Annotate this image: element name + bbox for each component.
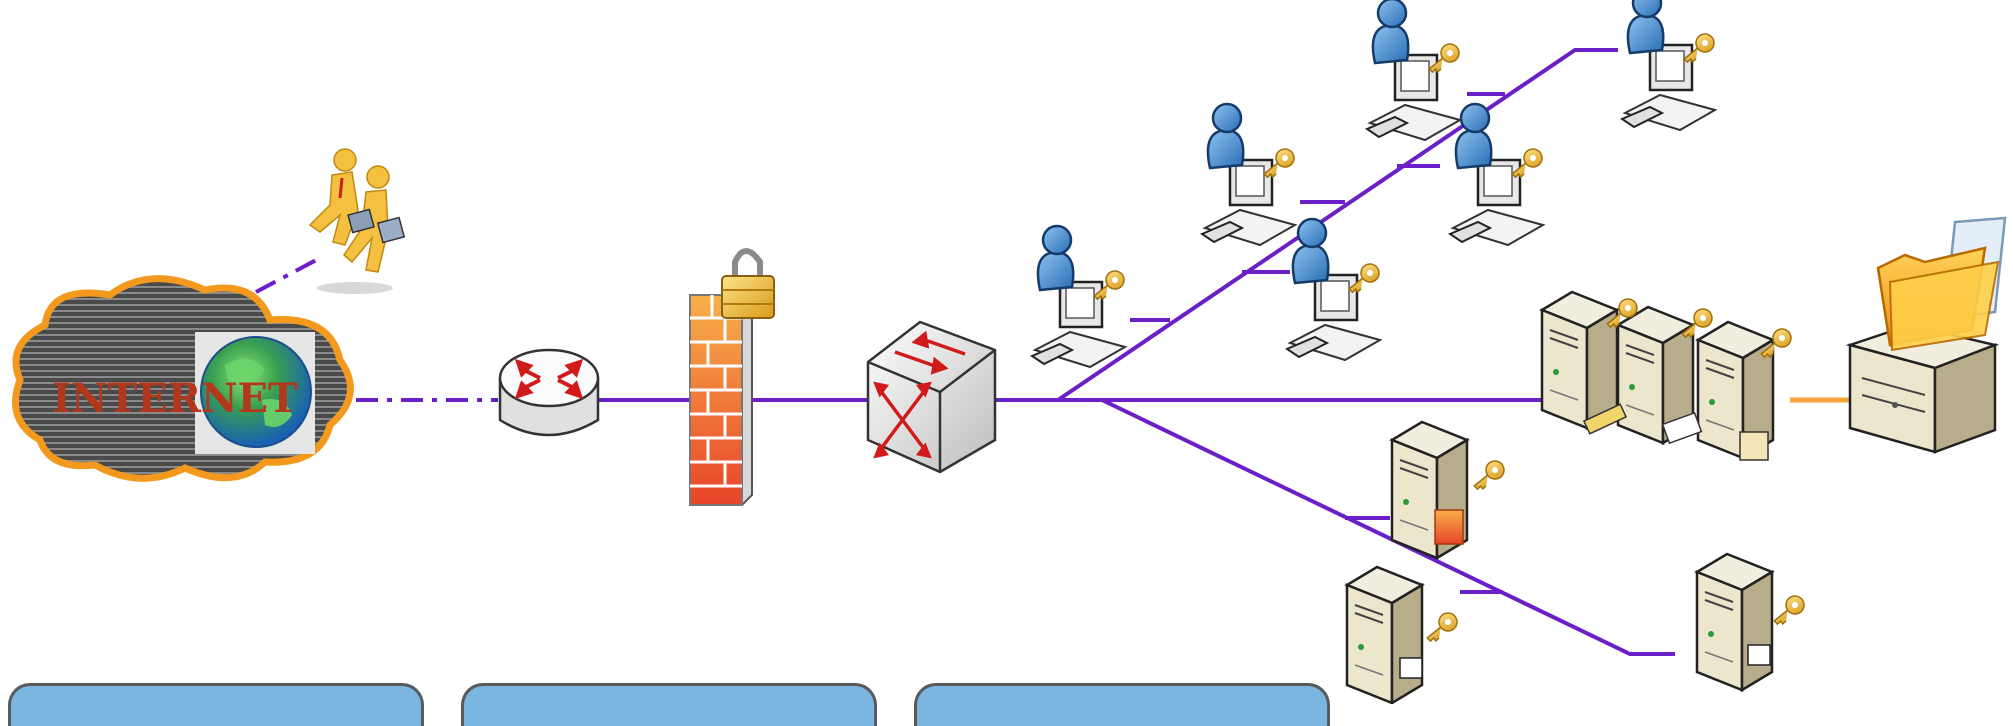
link-workstation-trunk [1056, 48, 1618, 402]
bottom-panel-3 [914, 683, 1330, 726]
file-server-icon [1845, 216, 2007, 454]
internet-label: INTERNET [52, 375, 298, 422]
secure-server-cluster [1540, 290, 1795, 461]
link-travelers-internet [255, 256, 321, 294]
switch-icon [866, 320, 997, 474]
padlock-icon [721, 248, 775, 319]
workstation-1 [1032, 226, 1127, 367]
workstation-6 [1622, 0, 1717, 130]
workstation-4 [1367, 0, 1462, 140]
bottom-panel-2 [461, 683, 877, 726]
connection-lines [255, 48, 1850, 656]
network-diagram: INTERNET [12, 0, 2007, 704]
firewall-icon [689, 248, 775, 506]
link-server-branch [1101, 398, 1675, 656]
secure-server-a [1390, 420, 1508, 560]
router-icon [498, 348, 600, 437]
internet-cloud: INTERNET [12, 275, 354, 482]
bottom-panel-1 [8, 683, 424, 726]
workstation-3 [1287, 219, 1382, 360]
secure-server-c [1695, 552, 1808, 692]
workstation-5 [1450, 104, 1545, 245]
folder-icon [1876, 216, 2007, 352]
secure-server-b [1345, 565, 1461, 704]
mobile-users-icon [308, 148, 406, 294]
workstation-2 [1202, 104, 1297, 245]
